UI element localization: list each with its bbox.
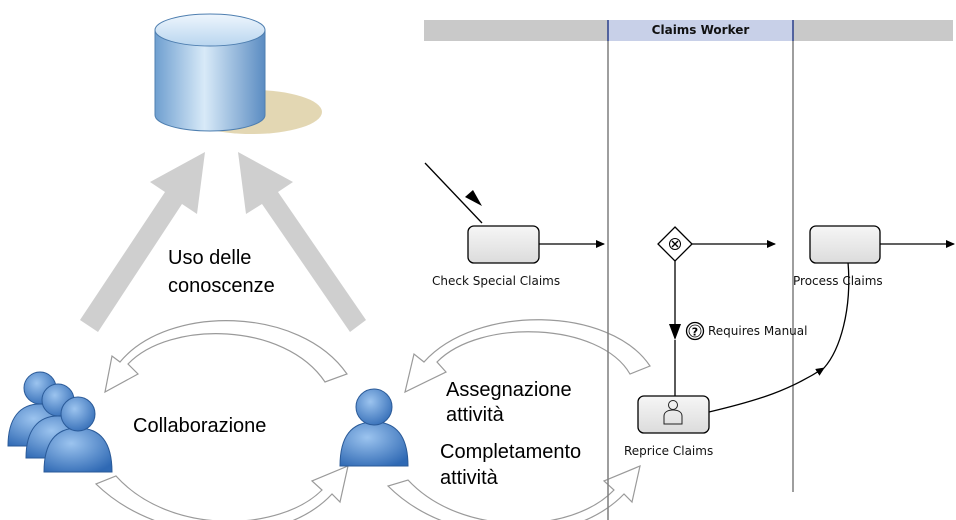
collaboration-label: Collaborazione xyxy=(133,415,267,437)
task-label-reprice-claims: Reprice Claims xyxy=(624,444,714,458)
process-lanes xyxy=(424,20,953,520)
knowledge-usage-arrows xyxy=(80,152,366,332)
flow-reprice-to-process xyxy=(708,367,825,413)
lane-title: Claims Worker xyxy=(651,23,750,37)
gateway-exclusive xyxy=(657,226,693,262)
sequence-flows xyxy=(424,162,955,413)
task-process-claims xyxy=(809,225,881,264)
lane-header-right xyxy=(793,20,953,41)
people-group-icon xyxy=(7,371,113,473)
task-reprice-claims xyxy=(637,395,710,434)
assignment-label-line1: Assegnazione xyxy=(446,379,572,401)
user-task-icon xyxy=(663,400,683,425)
collaboration-arrows xyxy=(94,320,349,520)
task-label-process-claims: Process Claims xyxy=(793,274,883,288)
arrow-up-right xyxy=(238,152,366,332)
flow-process-down xyxy=(823,261,850,369)
arrow-assign-top xyxy=(404,319,651,394)
task-label-check-special-claims: Check Special Claims xyxy=(432,274,561,288)
lane-header-left xyxy=(424,20,608,41)
person-icon xyxy=(339,388,409,467)
arrow-up-left xyxy=(80,152,205,332)
condition-label: Requires Manual xyxy=(708,324,808,338)
completion-label-line2: attività xyxy=(440,467,498,489)
task-check-special-claims xyxy=(467,225,540,264)
arrow-complete-bottom xyxy=(386,465,641,520)
knowledge-usage-label-line1: Uso delle xyxy=(168,247,252,269)
arrow-collab-bottom xyxy=(94,465,349,520)
question-icon: ? xyxy=(685,321,705,341)
database-icon xyxy=(154,13,322,134)
knowledge-usage-label-line2: conoscenze xyxy=(168,275,275,297)
completion-label-line1: Completamento xyxy=(440,441,582,463)
flow-incoming xyxy=(424,162,483,224)
arrow-collab-top xyxy=(104,320,348,394)
assignment-label-line2: attività xyxy=(446,404,504,426)
svg-text:?: ? xyxy=(692,326,698,339)
lane-header-center xyxy=(608,20,793,41)
assignment-arrows xyxy=(386,319,651,520)
